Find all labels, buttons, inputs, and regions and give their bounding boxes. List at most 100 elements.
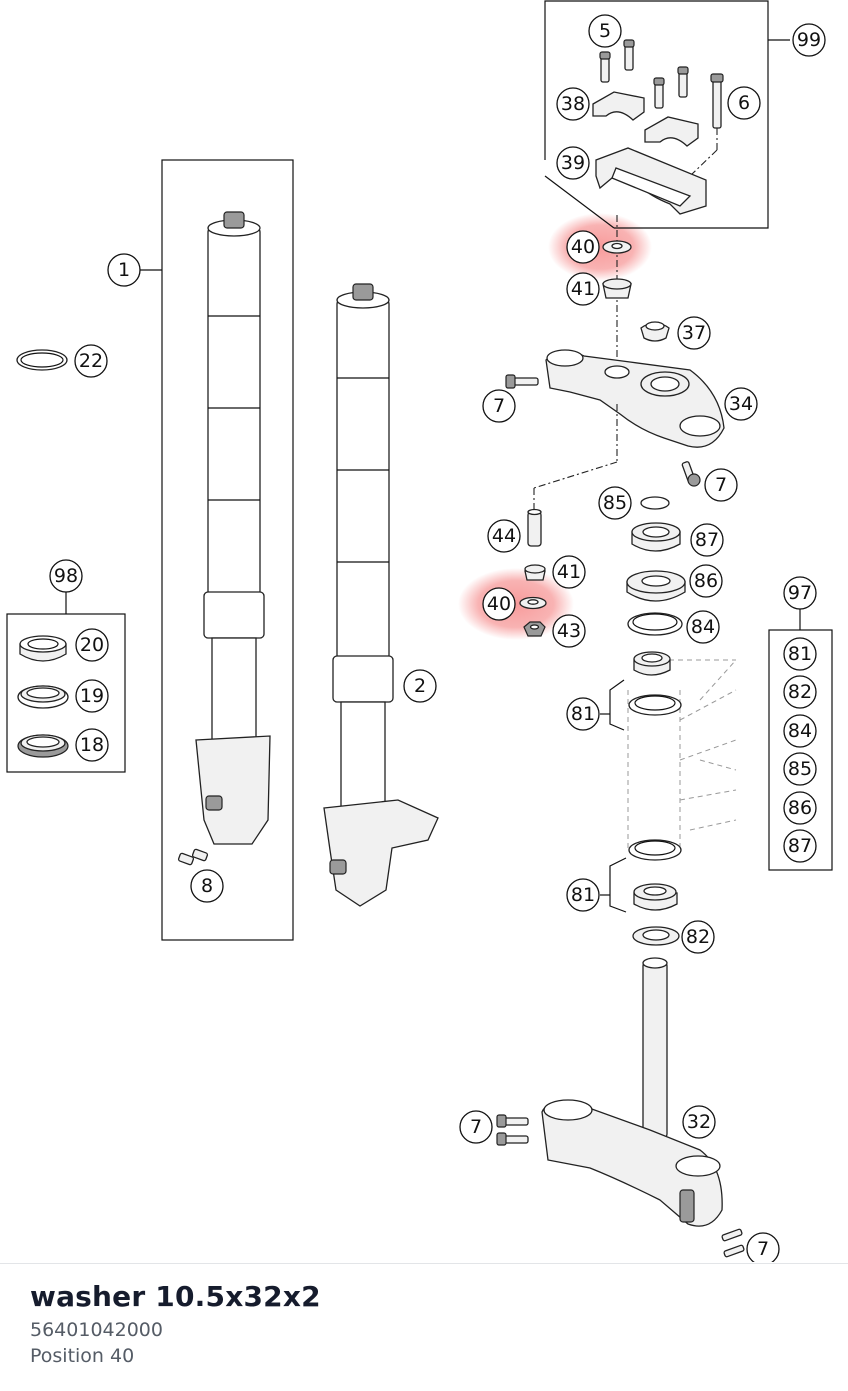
callout-20-label: 20	[80, 634, 104, 656]
callout-81-lower[interactable]: 81	[566, 878, 600, 912]
callout-81-upper[interactable]: 81	[566, 697, 600, 731]
callout-40-label: 40	[571, 236, 595, 258]
callout-32[interactable]: 32	[682, 1105, 716, 1139]
callout-87[interactable]: 87	[690, 523, 724, 557]
callout-38-label: 38	[561, 93, 585, 115]
kit-97-item-87[interactable]: 87	[783, 829, 817, 863]
callout-1-label: 1	[118, 259, 130, 281]
callout-18-label: 18	[80, 734, 104, 756]
bolt-7-upper-right	[681, 461, 701, 487]
callout-7-label: 7	[715, 474, 727, 496]
part-position: Position 40	[30, 1345, 135, 1367]
callout-2[interactable]: 2	[403, 669, 437, 703]
fork-leg-2	[323, 283, 439, 907]
callout-37-label: 37	[682, 322, 706, 344]
callout-44-label: 44	[492, 525, 516, 547]
bushing-41-top	[602, 278, 632, 299]
callout-43[interactable]: 43	[552, 614, 586, 648]
callout-97[interactable]: 97	[783, 576, 817, 610]
tube-44	[527, 508, 542, 547]
highlight-position-40-top	[548, 213, 652, 281]
kit-97-item-82-label: 82	[788, 681, 812, 703]
callout-82-label: 82	[686, 926, 710, 948]
dust-cover-86	[626, 570, 686, 602]
kit-97-item-82[interactable]: 82	[783, 675, 817, 709]
callout-39-label: 39	[561, 152, 585, 174]
part-name: washer 10.5x32x2	[30, 1280, 321, 1313]
callout-20[interactable]: 20	[75, 628, 109, 662]
callout-41-bottom[interactable]: 41	[552, 555, 586, 589]
callout-7-upper-right[interactable]: 7	[704, 468, 738, 502]
callout-99-label: 99	[797, 29, 821, 51]
callout-85-label: 85	[603, 492, 627, 514]
bearing-ring-87	[631, 522, 681, 552]
callout-7-label: 7	[470, 1116, 482, 1138]
kit-97-item-84[interactable]: 84	[783, 714, 817, 748]
bolt-7-lower-right	[721, 1228, 745, 1258]
kit-97-item-81[interactable]: 81	[783, 637, 817, 671]
callout-97-label: 97	[788, 582, 812, 604]
callout-1[interactable]: 1	[107, 253, 141, 287]
callout-5-label: 5	[599, 20, 611, 42]
callout-41-label: 41	[571, 278, 595, 300]
callout-22[interactable]: 22	[74, 344, 108, 378]
seal-ring-84	[627, 612, 683, 636]
callout-5[interactable]: 5	[588, 14, 622, 48]
callout-85[interactable]: 85	[598, 486, 632, 520]
frame-outline	[627, 659, 737, 857]
exploded-parts-diagram: 1 2 5 6 7 7 7 7 8 18 19 20 22 32 34 37 3…	[6, 0, 833, 1262]
callout-99[interactable]: 99	[792, 23, 826, 57]
part-info-panel: washer 10.5x32x2 56401042000 Position 40	[0, 1263, 848, 1391]
kit-97-item-87-label: 87	[788, 835, 812, 857]
callout-87-label: 87	[695, 529, 719, 551]
kit-97-item-84-label: 84	[788, 720, 812, 742]
bolt-5-parts	[599, 39, 724, 177]
kit-box-99	[544, 0, 790, 229]
callout-7-lower-left[interactable]: 7	[459, 1110, 493, 1144]
kit-97-item-81-label: 81	[788, 643, 812, 665]
upper-triple-clamp-34	[545, 349, 725, 448]
callout-40-label: 40	[487, 593, 511, 615]
callout-7-lower-right[interactable]: 7	[746, 1232, 780, 1262]
seal-19	[17, 685, 69, 709]
callout-22-label: 22	[79, 350, 103, 372]
kit-97-item-85-label: 85	[788, 758, 812, 780]
bolt-7-upper-left	[505, 374, 539, 389]
callout-19[interactable]: 19	[75, 679, 109, 713]
fork-leg-1	[195, 211, 271, 845]
cap-37	[640, 321, 670, 342]
callout-7-upper-left[interactable]: 7	[482, 389, 516, 423]
callout-6[interactable]: 6	[727, 86, 761, 120]
callout-40-bottom[interactable]: 40	[482, 587, 516, 621]
callout-41-top[interactable]: 41	[566, 272, 600, 306]
callout-44[interactable]: 44	[487, 519, 521, 553]
callout-18[interactable]: 18	[75, 728, 109, 762]
nut-43	[523, 621, 546, 637]
callout-86-label: 86	[694, 570, 718, 592]
callout-82[interactable]: 82	[681, 920, 715, 954]
part-number: 56401042000	[30, 1319, 163, 1341]
kit-box-98	[6, 592, 126, 773]
callout-86[interactable]: 86	[689, 564, 723, 598]
callout-7-label: 7	[757, 1238, 769, 1260]
callout-37[interactable]: 37	[677, 316, 711, 350]
callout-6-label: 6	[738, 92, 750, 114]
callout-34-label: 34	[729, 393, 753, 415]
callout-39[interactable]: 39	[556, 146, 590, 180]
bearing-81-upper	[628, 651, 682, 716]
kit-97-item-86[interactable]: 86	[783, 791, 817, 825]
bolt-8-parts	[177, 848, 209, 866]
callout-41-label: 41	[557, 561, 581, 583]
seal-20	[19, 635, 67, 662]
callout-32-label: 32	[687, 1111, 711, 1133]
callout-84[interactable]: 84	[686, 610, 720, 644]
callout-38[interactable]: 38	[556, 87, 590, 121]
callout-98[interactable]: 98	[49, 559, 83, 593]
callout-8[interactable]: 8	[190, 869, 224, 903]
callout-81-label: 81	[571, 884, 595, 906]
kit-97-item-85[interactable]: 85	[783, 752, 817, 786]
highlight-position-40-bottom	[458, 568, 574, 640]
washer-40-top	[602, 240, 632, 254]
callout-34[interactable]: 34	[724, 387, 758, 421]
callout-40-top[interactable]: 40	[566, 230, 600, 264]
